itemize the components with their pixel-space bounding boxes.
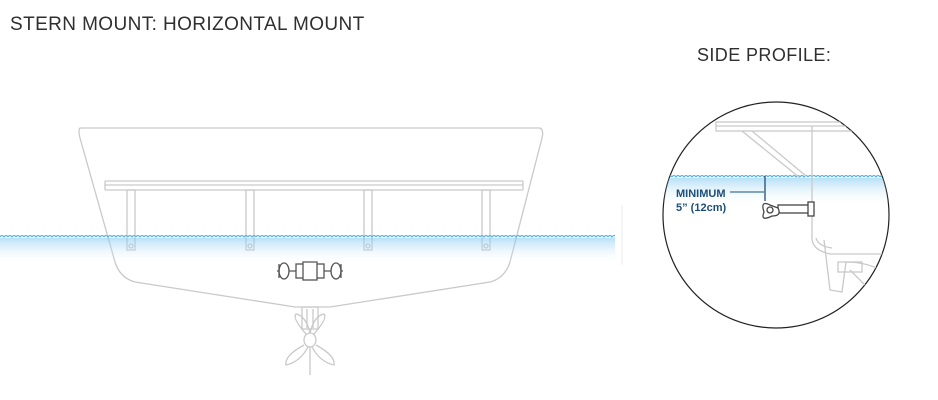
- side-transducer-icon: [762, 201, 815, 219]
- stern-view: [78, 127, 544, 375]
- hull-outline: [78, 127, 544, 308]
- measurement-line1: MINIMUM: [676, 188, 726, 200]
- waterline: [0, 234, 615, 264]
- diagram-title: STERN MOUNT: HORIZONTAL MOUNT: [10, 14, 365, 35]
- measurement-line2: 5” (12cm): [676, 202, 726, 214]
- side-profile-detail: MINIMUM 5” (12cm): [662, 101, 890, 329]
- side-profile-heading: SIDE PROFILE:: [697, 45, 832, 65]
- transducer-icon: [277, 261, 343, 281]
- propeller-icon: [285, 306, 335, 375]
